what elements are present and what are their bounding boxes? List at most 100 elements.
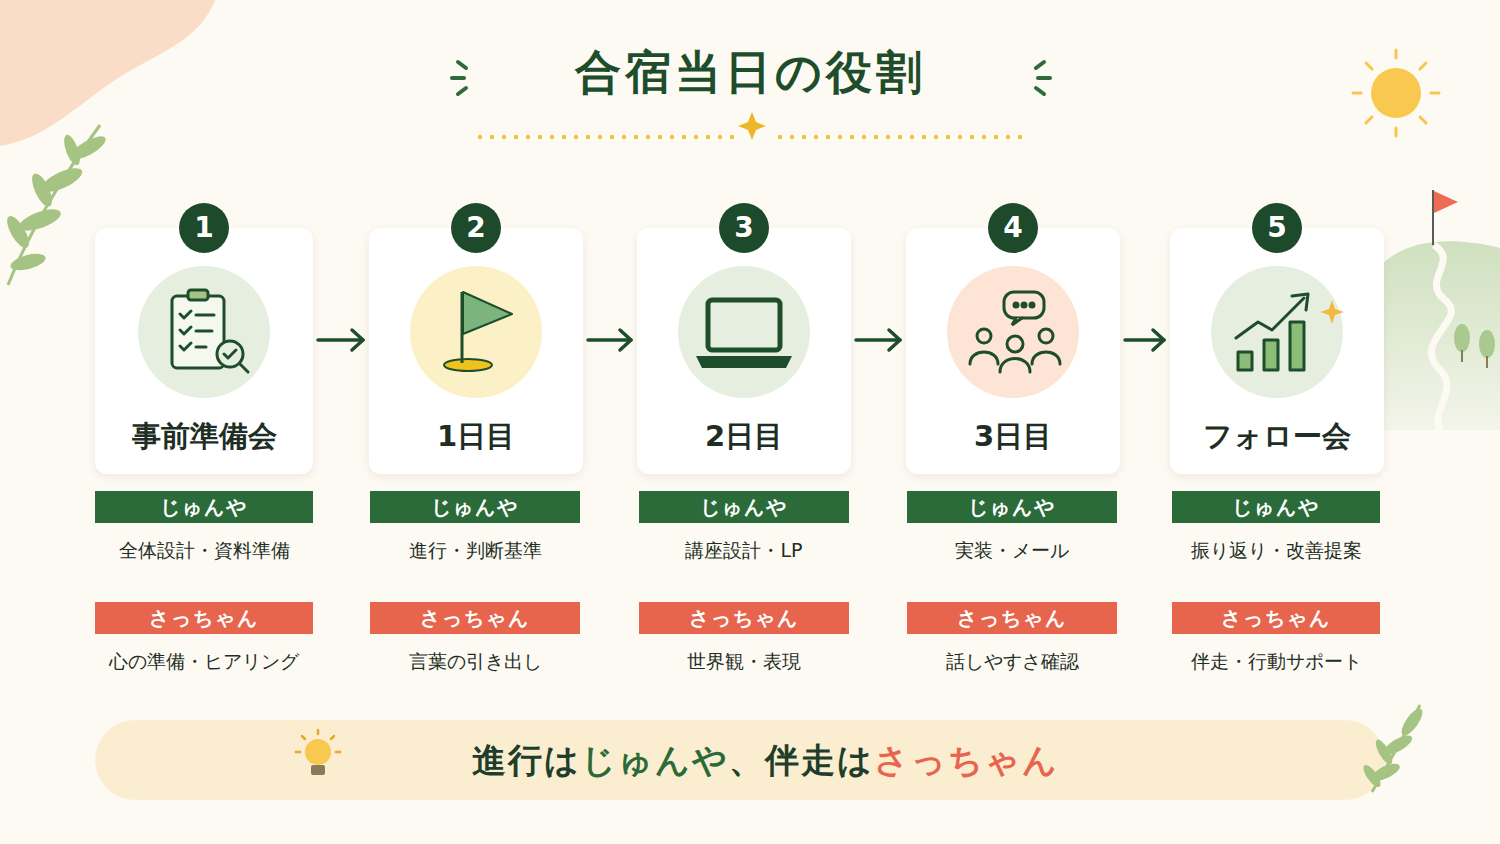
dot	[718, 135, 722, 139]
role-body: 言葉の引き出し	[370, 634, 580, 686]
laptop-icon	[696, 300, 792, 368]
dot	[610, 135, 614, 139]
dot	[838, 135, 842, 139]
arrow-head	[352, 330, 363, 350]
role-body: 振り返り・改善提案	[1172, 523, 1380, 575]
role-body: 心の準備・ヒアリング	[95, 634, 313, 686]
icon-circle	[947, 266, 1079, 398]
step-card: 32日目	[637, 228, 851, 474]
dot	[1018, 135, 1022, 139]
title-star	[738, 112, 766, 140]
title: 合宿当日の役割	[0, 42, 1500, 102]
dot	[646, 135, 650, 139]
arrow-shaft	[588, 338, 631, 342]
dot	[682, 135, 686, 139]
corner-blob	[0, 0, 215, 146]
role-name: じゅんや	[95, 491, 313, 523]
flow-arrow	[1125, 330, 1164, 350]
role-task: 進行・判断基準	[409, 538, 542, 562]
leaf-branch	[3, 125, 109, 285]
step-label: フォロー会	[1170, 416, 1384, 456]
dot	[502, 135, 506, 139]
role-body: 全体設計・資料準備	[95, 523, 313, 575]
arrow-shaft	[318, 338, 363, 342]
flow-arrow	[856, 330, 900, 350]
dot	[802, 135, 806, 139]
summary-text: 進行は	[472, 740, 581, 780]
role-box: じゅんや進行・判断基準	[370, 491, 580, 581]
hill	[1384, 190, 1500, 430]
role-name: さっちゃん	[95, 602, 313, 634]
dot	[946, 135, 950, 139]
icon-circle	[1211, 266, 1343, 398]
dot	[1006, 135, 1010, 139]
role-task: 話しやすさ確認	[946, 649, 1079, 673]
dot	[970, 135, 974, 139]
arrow-shaft	[856, 338, 900, 342]
role-task: 伴走・行動サポート	[1191, 649, 1362, 673]
role-box: さっちゃん世界観・表現	[639, 602, 849, 692]
icon-circle	[410, 266, 542, 398]
step-number: 5	[1252, 203, 1302, 253]
role-task: 講座設計・LP	[685, 538, 802, 562]
dot	[694, 135, 698, 139]
dot	[526, 135, 530, 139]
dot	[586, 135, 590, 139]
dot	[538, 135, 542, 139]
dotted-rule	[478, 135, 1022, 139]
clipboard-icon	[172, 290, 248, 372]
summary-text: さっちゃん	[874, 740, 1059, 780]
dot	[814, 135, 818, 139]
step-card: 5フォロー会	[1170, 228, 1384, 474]
role-name: じゅんや	[370, 491, 580, 523]
dot	[958, 135, 962, 139]
step-number: 1	[179, 203, 229, 253]
dot	[670, 135, 674, 139]
step-label: 事前準備会	[95, 416, 313, 456]
role-box: さっちゃん心の準備・ヒアリング	[95, 602, 313, 692]
role-name: さっちゃん	[639, 602, 849, 634]
dot	[478, 135, 482, 139]
dot	[826, 135, 830, 139]
dot	[706, 135, 710, 139]
icon-circle	[678, 266, 810, 398]
role-task: 言葉の引き出し	[409, 649, 542, 673]
summary-text: じゅんや	[581, 740, 729, 780]
dot	[982, 135, 986, 139]
dot	[778, 135, 782, 139]
dot	[862, 135, 866, 139]
role-task: 実装・メール	[955, 538, 1069, 562]
dot	[790, 135, 794, 139]
arrow-head	[1153, 330, 1164, 350]
dot	[514, 135, 518, 139]
leaf-branch	[1360, 705, 1426, 792]
role-name: さっちゃん	[1172, 602, 1380, 634]
step-label: 1日目	[369, 416, 583, 456]
dot	[574, 135, 578, 139]
role-task: 全体設計・資料準備	[119, 538, 290, 562]
role-body: 話しやすさ確認	[907, 634, 1117, 686]
dot	[490, 135, 494, 139]
dot	[598, 135, 602, 139]
sun	[1353, 50, 1439, 136]
people-icon	[970, 292, 1060, 372]
role-name: じゅんや	[639, 491, 849, 523]
role-box: じゅんや振り返り・改善提案	[1172, 491, 1380, 581]
role-body: 実装・メール	[907, 523, 1117, 575]
step-card: 43日目	[906, 228, 1120, 474]
role-box: さっちゃん言葉の引き出し	[370, 602, 580, 692]
step-label: 3日目	[906, 416, 1120, 456]
role-box: じゅんや全体設計・資料準備	[95, 491, 313, 581]
role-name: じゅんや	[1172, 491, 1380, 523]
dot	[658, 135, 662, 139]
growth-chart-icon	[1236, 294, 1344, 370]
step-card: 21日目	[369, 228, 583, 474]
dot	[922, 135, 926, 139]
role-box: じゅんや講座設計・LP	[639, 491, 849, 581]
flow-arrow	[318, 330, 363, 350]
role-name: さっちゃん	[907, 602, 1117, 634]
role-task: 世界観・表現	[687, 649, 801, 673]
role-body: 進行・判断基準	[370, 523, 580, 575]
step-number: 4	[988, 203, 1038, 253]
